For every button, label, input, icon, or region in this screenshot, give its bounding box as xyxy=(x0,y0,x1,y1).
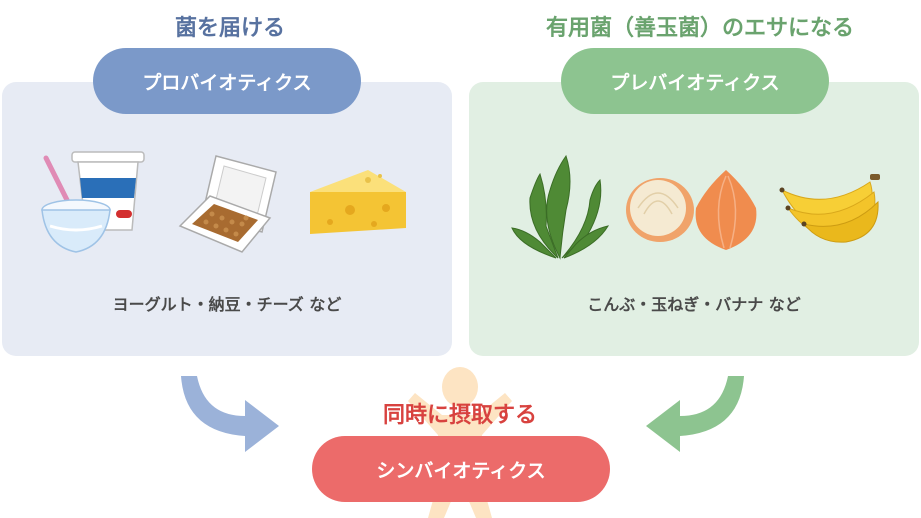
probiotics-label: プロバイオティクス xyxy=(93,48,361,114)
kelp-icon xyxy=(511,154,610,260)
arrow-left-icon xyxy=(646,376,744,452)
yogurt-icon xyxy=(41,151,145,253)
probiotics-heading: 菌を届ける xyxy=(174,16,285,41)
probiotics-label-text: プロバイオティクス xyxy=(142,71,312,94)
cheese-icon xyxy=(310,170,406,234)
prebiotics-heading: 有用菌（善玉菌）のエサになる xyxy=(545,16,854,41)
synbiotics-label: シンバイオティクス xyxy=(312,436,610,502)
synbiotics-heading: 同時に摂取する xyxy=(382,403,537,428)
natto-icon xyxy=(178,155,277,253)
banana-icon xyxy=(779,174,880,243)
prebiotics-label: プレバイオティクス xyxy=(561,48,829,114)
arrow-right-icon xyxy=(181,376,279,452)
onion-icon xyxy=(626,170,757,250)
probiotics-caption: ヨーグルト・納豆・チーズ など xyxy=(112,295,342,314)
prebiotics-caption: こんぶ・玉ねぎ・バナナ など xyxy=(587,295,801,314)
prebiotics-label-text: プレバイオティクス xyxy=(610,71,780,94)
synbiotics-label-text: シンバイオティクス xyxy=(376,459,546,482)
